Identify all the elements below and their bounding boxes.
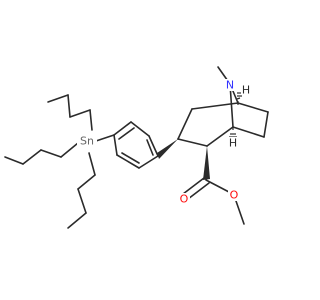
bond-ring-sn: [95, 134, 115, 142]
wedge-layer: [157, 139, 210, 180]
bond-c3-c2: [177, 138, 208, 147]
bond-ring-inner-3: [146, 139, 154, 156]
bond-ring-5: [138, 155, 159, 169]
bond-bu3-3: [77, 188, 87, 214]
bond-n-bridgehead-lower: [229, 83, 234, 128]
bond-bu3-1: [88, 152, 96, 176]
atom-o-ester-label: O: [230, 189, 239, 202]
atom-o-carbonyl-label: O: [180, 193, 189, 206]
bond-carbonyl-o-double-a: [182, 177, 205, 195]
bond-o-methyl: [235, 200, 245, 225]
bond-ring-4: [116, 154, 140, 169]
bond-bu2-3: [22, 149, 42, 165]
bond-bu2-2: [40, 149, 62, 158]
bond-bu2-4: [4, 156, 24, 165]
bond-ring-3: [113, 134, 118, 156]
bond-bu1-4: [47, 94, 69, 103]
bond-c2-bridgehead: [206, 126, 234, 147]
bond-layer: [4, 66, 269, 229]
atom-sn-label: Sn: [80, 135, 94, 148]
bond-c7-c6: [263, 111, 269, 138]
bond-carbonyl-o-double-b: [187, 182, 210, 200]
bond-c6-bridgehead: [232, 126, 265, 138]
molecule-structure: N H H Sn O O: [4, 66, 269, 229]
bond-carbonyl-o-ester: [205, 179, 230, 193]
atom-sn: Sn: [77, 134, 97, 148]
bond-bu1-2: [69, 109, 91, 118]
atom-h-top-label: H: [242, 84, 250, 97]
bond-bu1-3: [67, 94, 71, 118]
bond-bridgehead-c4: [191, 102, 239, 110]
bond-ring-1: [130, 121, 150, 137]
atom-n: N: [224, 79, 236, 92]
wedge-c2-carbonyl: [203, 146, 210, 180]
atom-o-carbonyl: O: [178, 193, 190, 206]
atom-label-layer: N H H Sn O O: [77, 79, 251, 206]
wedge-c3-phenyl: [157, 139, 178, 159]
bond-bu2-1: [60, 142, 79, 158]
atom-o-ester: O: [228, 189, 240, 202]
bond-ring-2: [113, 121, 132, 136]
bond-ring-6: [148, 135, 159, 157]
bond-bu3-4: [67, 212, 87, 229]
bond-bridgehead-c7: [237, 102, 269, 113]
bond-ring-inner-2: [121, 152, 140, 164]
atom-h-bottom-label: H: [229, 137, 237, 150]
bond-bu1-1: [89, 109, 93, 131]
atom-h-bottom: H: [227, 137, 239, 150]
atom-h-top: H: [241, 84, 251, 97]
atom-n-label: N: [226, 79, 234, 92]
bond-c4-c3: [177, 108, 193, 140]
bond-bu3-2: [77, 174, 96, 190]
bond-ring-inner-1: [118, 127, 135, 140]
